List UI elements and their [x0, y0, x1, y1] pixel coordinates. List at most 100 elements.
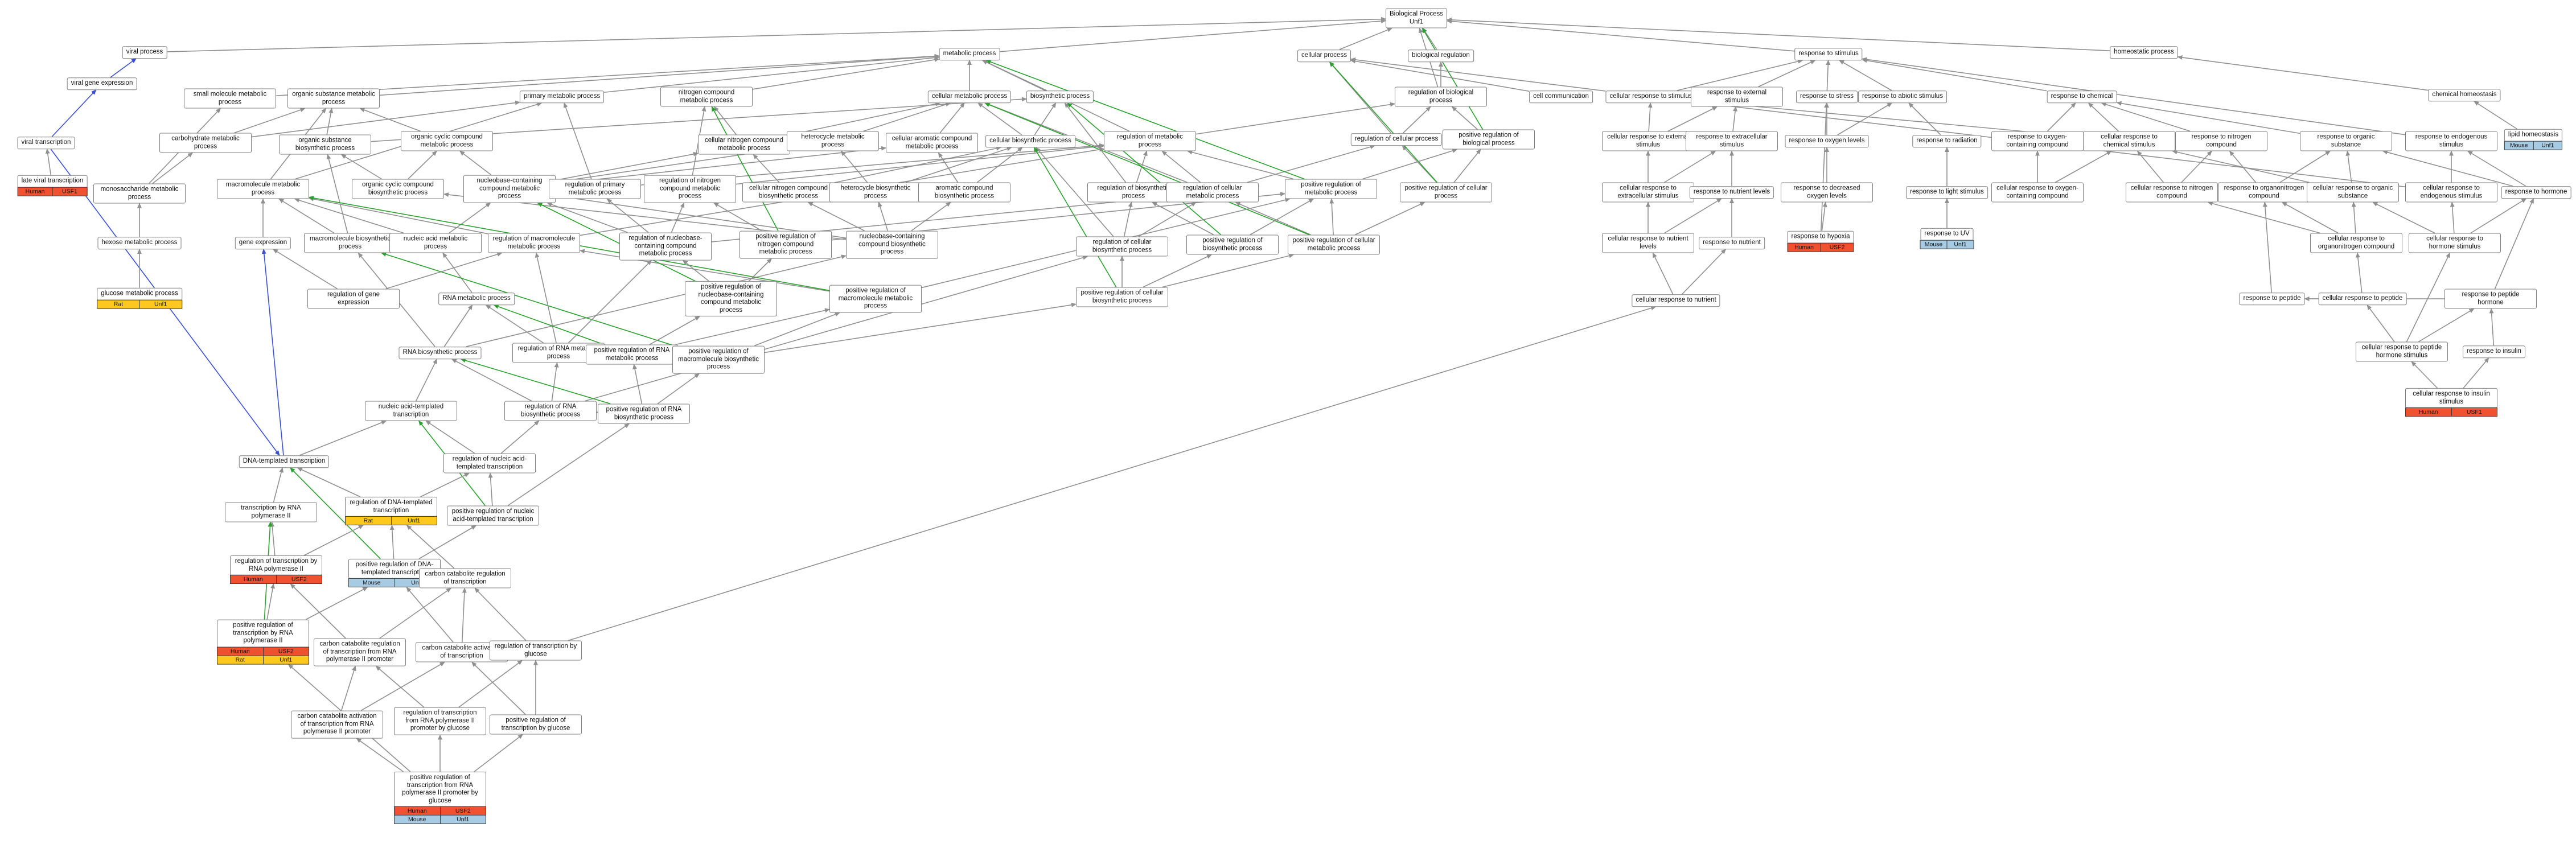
go-term-node-nucleic_acid_mp[interactable]: nucleic acid metabolic process [389, 233, 482, 253]
go-term-node-pos_reg_t_glucose[interactable]: positive regulation of transcription by … [490, 714, 582, 735]
go-term-node-cellular_mp[interactable]: cellular metabolic process [927, 90, 1012, 103]
go-term-node-cell_resp_organic[interactable]: cellular response to organic substance [2307, 182, 2399, 203]
go-term-node-small_molecule_mp[interactable]: small molecule metabolic process [184, 88, 276, 109]
go-term-node-resp_abiotic[interactable]: response to abiotic stimulus [1858, 90, 1947, 103]
go-term-node-viral_transcription[interactable]: viral transcription [17, 137, 75, 149]
go-term-node-pos_reg_metabolic[interactable]: positive regulation of metabolic process [1285, 179, 1377, 199]
go-term-node-resp_insulin[interactable]: response to insulin [2463, 345, 2525, 358]
go-term-node-reg_nucleobase_mp[interactable]: regulation of nucleobase-containing comp… [619, 232, 712, 261]
go-term-node-reg_cellular_mp[interactable]: regulation of cellular metabolic process [1166, 182, 1259, 203]
go-term-node-resp_organonitrogen[interactable]: response to organonitrogen compound [2218, 182, 2310, 203]
go-term-node-viral_gene_expression[interactable]: viral gene expression [67, 77, 137, 90]
go-term-node-reg_cellular_bp[interactable]: regulation of cellular biosynthetic proc… [1076, 236, 1168, 257]
go-term-node-gene_expression[interactable]: gene expression [235, 237, 291, 249]
go-term-node-homeostatic[interactable]: homeostatic process [2110, 46, 2178, 59]
go-term-node-resp_external[interactable]: response to external stimulus [1691, 87, 1783, 107]
go-term-node-pos_reg_RNA_mp[interactable]: positive regulation of RNA metabolic pro… [586, 344, 678, 365]
go-term-node-nucleobase_mp[interactable]: nucleobase-containing compound metabolic… [463, 175, 556, 203]
go-term-node-pos_reg_cellular_bp[interactable]: positive regulation of cellular biosynth… [1076, 287, 1168, 307]
go-term-node-resp_organic[interactable]: response to organic substance [2300, 131, 2392, 151]
go-term-node-pos_reg_biological[interactable]: positive regulation of biological proces… [1443, 129, 1535, 150]
go-term-node-reg_biosynthetic[interactable]: regulation of biosynthetic process [1087, 182, 1180, 203]
go-term-node-resp_oxygen_levels[interactable]: response to oxygen levels [1785, 135, 1869, 147]
go-term-node-nucleobase_bp[interactable]: nucleobase-containing compound biosynthe… [846, 230, 938, 259]
go-term-node-cell_resp_nitrogen[interactable]: cellular response to nitrogen compound [2126, 182, 2218, 203]
go-term-node-cc_act_t_pol2_prom[interactable]: carbon catabolite activation of transcri… [291, 710, 383, 739]
go-term-node-pos_reg_biosynthetic[interactable]: positive regulation of biosynthetic proc… [1186, 234, 1279, 255]
go-term-node-NAT_transcription[interactable]: nucleic acid-templated transcription [365, 401, 457, 421]
go-term-node-macromolecule_mp[interactable]: macromolecule metabolic process [217, 179, 309, 199]
go-term-node-cell_resp_chemical[interactable]: cellular response to chemical stimulus [2083, 131, 2175, 151]
go-term-node-cellular_process[interactable]: cellular process [1297, 50, 1351, 62]
go-term-node-pos_reg_RNA_bp[interactable]: positive regulation of RNA biosynthetic … [598, 404, 690, 424]
go-term-node-RNA_mp[interactable]: RNA metabolic process [438, 293, 515, 305]
go-term-node-pos_reg_cellular_process[interactable]: positive regulation of cellular process [1400, 182, 1492, 203]
go-term-node-aromatic_bp[interactable]: aromatic compound biosynthetic process [918, 182, 1010, 203]
go-term-node-macromolecule_bp[interactable]: macromolecule biosynthetic process [304, 233, 396, 253]
go-term-node-pos_reg_NAT[interactable]: positive regulation of nucleic acid-temp… [447, 505, 539, 526]
go-term-node-resp_extracellular[interactable]: response to extracellular stimulus [1686, 131, 1778, 151]
go-term-node-organic_substance_bp[interactable]: organic substance biosynthetic process [279, 134, 371, 155]
go-term-node-cellular_nitrogen_mp[interactable]: cellular nitrogen compound metabolic pro… [698, 134, 790, 155]
go-term-node-resp_decreased_oxygen[interactable]: response to decreased oxygen levels [1781, 182, 1873, 203]
go-term-node-organic_cyclic_bp[interactable]: organic cyclic compound biosynthetic pro… [352, 179, 444, 199]
go-term-node-resp_nutrient[interactable]: response to nutrient [1699, 237, 1765, 249]
go-term-node-nitrogen_mp[interactable]: nitrogen compound metabolic process [660, 87, 753, 107]
go-term-node-reg_cellular_process[interactable]: regulation of cellular process [1350, 133, 1443, 146]
go-term-node-pos_reg_nucleobase_mp[interactable]: positive regulation of nucleobase-contai… [685, 281, 777, 317]
go-term-node-cellular_nitrogen_bp[interactable]: cellular nitrogen compound biosynthetic … [742, 182, 835, 203]
go-term-node-organic_cyclic_mp[interactable]: organic cyclic compound metabolic proces… [401, 131, 493, 151]
go-term-node-reg_t_pol2_glucose[interactable]: regulation of transcription from RNA pol… [394, 707, 486, 735]
go-term-node-cc_reg_t[interactable]: carbon catabolite regulation of transcri… [419, 568, 511, 588]
go-term-node-bp[interactable]: Biological Process Unf1 [1386, 8, 1447, 28]
go-term-node-hexose_mp[interactable]: hexose metabolic process [97, 237, 182, 249]
go-term-node-pos_reg_t_pol2_glucose[interactable]: positive regulation of transcription fro… [394, 771, 486, 825]
go-term-node-cell_resp_peptide_hormone[interactable]: cellular response to peptide hormone sti… [2356, 341, 2448, 362]
go-term-node-pos_reg_t_pol2[interactable]: positive regulation of transcription by … [217, 619, 309, 665]
go-term-node-cell_resp_peptide[interactable]: cellular response to peptide [2318, 293, 2407, 305]
go-term-node-reg_RNA_bp[interactable]: regulation of RNA biosynthetic process [504, 401, 597, 421]
go-term-node-reg_macromolecule_mp[interactable]: regulation of macromolecule metabolic pr… [488, 233, 580, 253]
go-term-node-resp_light[interactable]: response to light stimulus [1906, 186, 1988, 199]
go-term-node-resp_nutrient_levels[interactable]: response to nutrient levels [1689, 186, 1774, 199]
go-term-node-monosaccharide_mp[interactable]: monosaccharide metabolic process [93, 183, 186, 204]
go-term-node-transcription_pol2[interactable]: transcription by RNA polymerase II [225, 502, 317, 522]
go-term-node-cell_resp_external[interactable]: cellular response to external stimulus [1602, 131, 1694, 151]
go-term-node-resp_stress[interactable]: response to stress [1796, 90, 1858, 103]
go-term-node-organic_substance_mp[interactable]: organic substance metabolic process [287, 88, 380, 109]
go-term-node-reg_t_glucose[interactable]: regulation of transcription by glucose [490, 640, 582, 661]
go-term-node-chemical_homeostasis[interactable]: chemical homeostasis [2428, 89, 2501, 101]
go-term-node-resp_endogenous[interactable]: response to endogenous stimulus [2405, 131, 2497, 151]
go-term-node-cell_resp_hormone[interactable]: cellular response to hormone stimulus [2409, 233, 2501, 253]
go-term-node-cell_resp_nutrient[interactable]: cellular response to nutrient [1632, 294, 1720, 307]
go-term-node-metabolic_process[interactable]: metabolic process [939, 48, 1000, 60]
go-term-node-response_to_stimulus[interactable]: response to stimulus [1794, 48, 1863, 60]
go-term-node-cell_resp_organonitrogen[interactable]: cellular response to organonitrogen comp… [2310, 233, 2402, 253]
go-term-node-reg_gene_expression[interactable]: regulation of gene expression [307, 289, 400, 309]
go-term-node-pos_reg_nitrogen_mp[interactable]: positive regulation of nitrogen compound… [739, 230, 832, 259]
go-term-node-resp_chemical[interactable]: response to chemical [2047, 90, 2117, 103]
go-term-node-reg_DNA_t[interactable]: regulation of DNA-templated transcriptio… [345, 496, 437, 526]
go-term-node-heterocycle_mp[interactable]: heterocycle metabolic process [787, 131, 879, 151]
go-term-node-resp_peptide_hormone[interactable]: response to peptide hormone [2444, 289, 2537, 309]
go-term-node-cellular_bp[interactable]: cellular biosynthetic process [985, 135, 1075, 147]
go-term-node-DNA_transcription[interactable]: DNA-templated transcription [239, 455, 330, 468]
go-term-node-biosynthetic[interactable]: biosynthetic process [1026, 90, 1094, 103]
go-term-node-pos_reg_cellular_mp[interactable]: positive regulation of cellular metaboli… [1288, 234, 1380, 255]
go-term-node-reg_primary_mp[interactable]: regulation of primary metabolic process [549, 179, 641, 199]
go-term-node-pos_reg_macromolecule_mp[interactable]: positive regulation of macromolecule met… [829, 285, 922, 313]
go-term-node-resp_nitrogen[interactable]: response to nitrogen compound [2175, 131, 2267, 151]
go-term-node-resp_oxygen_compound[interactable]: response to oxygen-containing compound [1991, 131, 2084, 151]
go-term-node-reg_biological[interactable]: regulation of biological process [1395, 87, 1487, 107]
go-term-node-cell_resp_extracellular[interactable]: cellular response to extracellular stimu… [1602, 182, 1694, 203]
go-term-node-resp_hormone[interactable]: response to hormone [2501, 186, 2571, 199]
go-term-node-cell_resp_nutrient_levels[interactable]: cellular response to nutrient levels [1602, 233, 1694, 253]
go-term-node-cell_communication[interactable]: cell communication [1529, 90, 1593, 103]
go-term-node-biological_regulation[interactable]: biological regulation [1408, 50, 1474, 62]
go-term-node-cellular_response_stim[interactable]: cellular response to stimulus [1605, 90, 1696, 103]
go-term-node-cellular_aromatic_mp[interactable]: cellular aromatic compound metabolic pro… [886, 133, 978, 153]
